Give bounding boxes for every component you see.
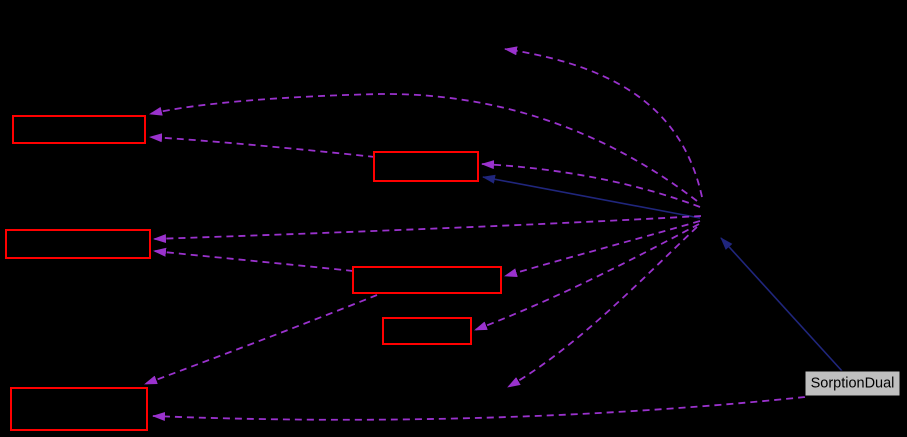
node-box-sorption-dual xyxy=(804,370,901,397)
node-class-mid-left[interactable] xyxy=(5,229,151,259)
usage-edge-unlabeled-hub-to-class-center-small xyxy=(474,223,700,331)
usage-edge-unlabeled-hub-to-class-center-mid xyxy=(504,220,701,277)
node-sorption-dual: SorptionDual xyxy=(804,370,901,397)
usage-edge-unlabeled-hub-to-class-mid-left xyxy=(153,215,702,244)
node-box-class-mid-left[interactable] xyxy=(5,229,151,259)
usage-edge-unlabeled-hub-to-class-center-top xyxy=(481,160,701,208)
node-label-sorption-dual: SorptionDual xyxy=(811,376,895,392)
node-class-center-top[interactable] xyxy=(373,151,479,182)
node-box-class-top-left[interactable] xyxy=(12,115,146,144)
node-class-center-mid[interactable] xyxy=(352,266,502,294)
usage-edge-class-center-mid-to-class-bottom-left xyxy=(144,294,378,385)
node-box-class-bottom-left[interactable] xyxy=(10,387,148,431)
node-class-top-left[interactable] xyxy=(12,115,146,144)
usage-edge-unlabeled-hub-to-class-top-left xyxy=(149,93,698,202)
usage-edge-class-center-mid-to-class-mid-left xyxy=(153,247,354,272)
inheritance-edge-sorption-dual-to-unlabeled-hub xyxy=(720,237,843,372)
node-class-center-small[interactable] xyxy=(382,317,472,345)
node-box-class-center-top[interactable] xyxy=(373,151,479,182)
edge-layer xyxy=(144,46,843,421)
node-box-class-center-mid[interactable] xyxy=(352,266,502,294)
inheritance-edge-unlabeled-hub-to-class-center-top xyxy=(482,174,701,219)
usage-edge-class-center-top-to-class-top-left xyxy=(149,133,376,158)
node-class-bottom-left[interactable] xyxy=(10,387,148,431)
usage-edge-sorption-dual-to-class-bottom-left xyxy=(152,396,806,421)
usage-edge-unlabeled-hub-to-unlabeled-bottom xyxy=(507,226,698,388)
node-layer: SorptionDual xyxy=(5,115,901,431)
usage-edge-unlabeled-hub-to-unlabeled-top xyxy=(504,46,703,198)
node-box-class-center-small[interactable] xyxy=(382,317,472,345)
